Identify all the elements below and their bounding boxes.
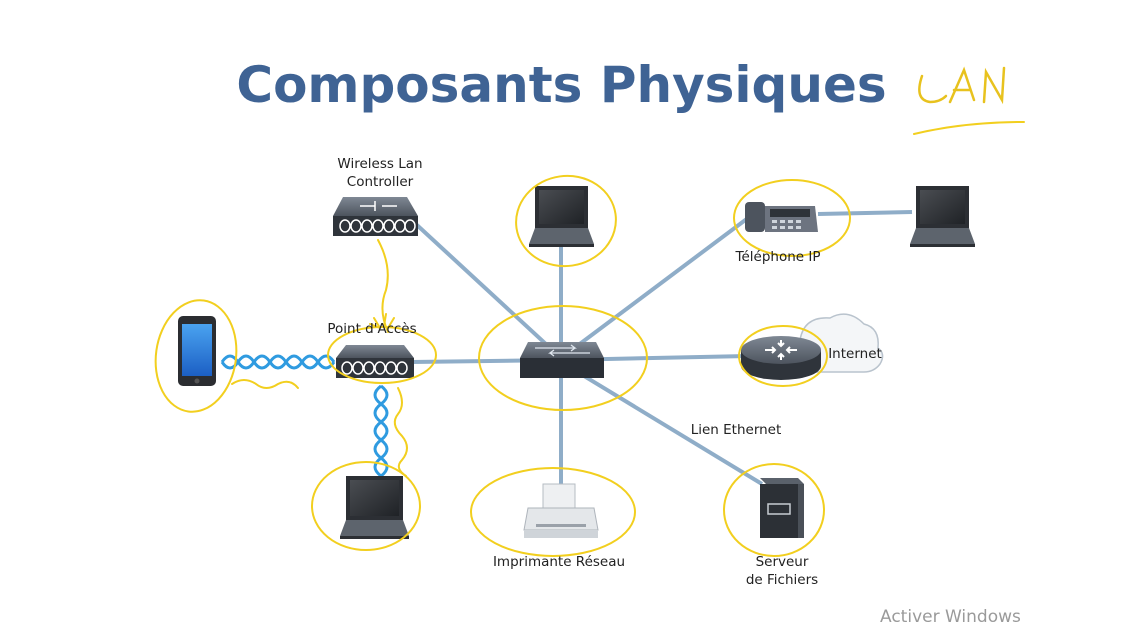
highlight-phone-squiggle xyxy=(231,379,299,389)
activate-windows-watermark: Activer Windows xyxy=(880,607,1021,627)
label-wireless-lan-controller: Wireless Lan Controller xyxy=(337,156,423,190)
page-title: Composants Physiques xyxy=(236,56,887,114)
switch-icon xyxy=(520,342,604,378)
label-network-printer: Imprimante Réseau xyxy=(492,554,626,570)
laptop-top-icon xyxy=(529,186,594,247)
label-ip-phone: Téléphone IP xyxy=(735,249,821,265)
highlight-underline-lan xyxy=(913,121,1025,135)
highlight-access-point xyxy=(327,326,437,384)
link-switch-server xyxy=(559,360,764,486)
highlight-ap-spark xyxy=(369,313,395,329)
printer-icon xyxy=(523,483,599,538)
highlight-server xyxy=(723,463,825,557)
link-switch-wlc xyxy=(403,212,563,360)
router-icon xyxy=(741,336,821,380)
highlight-phone xyxy=(733,179,851,257)
wireless-lan-controller-icon xyxy=(333,197,418,236)
highlight-router xyxy=(738,325,828,387)
highlight-wlc-to-ap xyxy=(377,239,389,333)
highlight-wave-squiggle xyxy=(393,387,408,477)
highlight-switch xyxy=(478,305,648,411)
label-ethernet-link: Lien Ethernet xyxy=(690,422,782,438)
highlight-laptop-bottom xyxy=(311,461,421,551)
wireless-link-horizontal xyxy=(220,354,336,370)
highlight-laptop-top xyxy=(515,174,617,268)
link-phone-laptop xyxy=(817,210,913,216)
label-internet: Internet xyxy=(828,346,882,362)
label-access-point: Point d'Accès xyxy=(327,321,417,337)
handwritten-lan xyxy=(918,66,1006,105)
smartphone-icon xyxy=(178,316,216,386)
highlight-smartphone xyxy=(154,299,238,413)
label-file-server: Serveur de Fichiers xyxy=(745,554,819,588)
link-switch-phone xyxy=(559,216,750,360)
laptop-right-icon xyxy=(910,186,975,247)
highlight-printer xyxy=(470,467,636,557)
laptop-bottom-icon xyxy=(340,476,409,539)
wireless-link-vertical xyxy=(373,384,389,478)
handwritten-highlights xyxy=(154,121,1025,557)
access-point-icon xyxy=(336,345,414,378)
server-icon xyxy=(760,478,804,538)
ip-phone-icon xyxy=(745,202,818,232)
